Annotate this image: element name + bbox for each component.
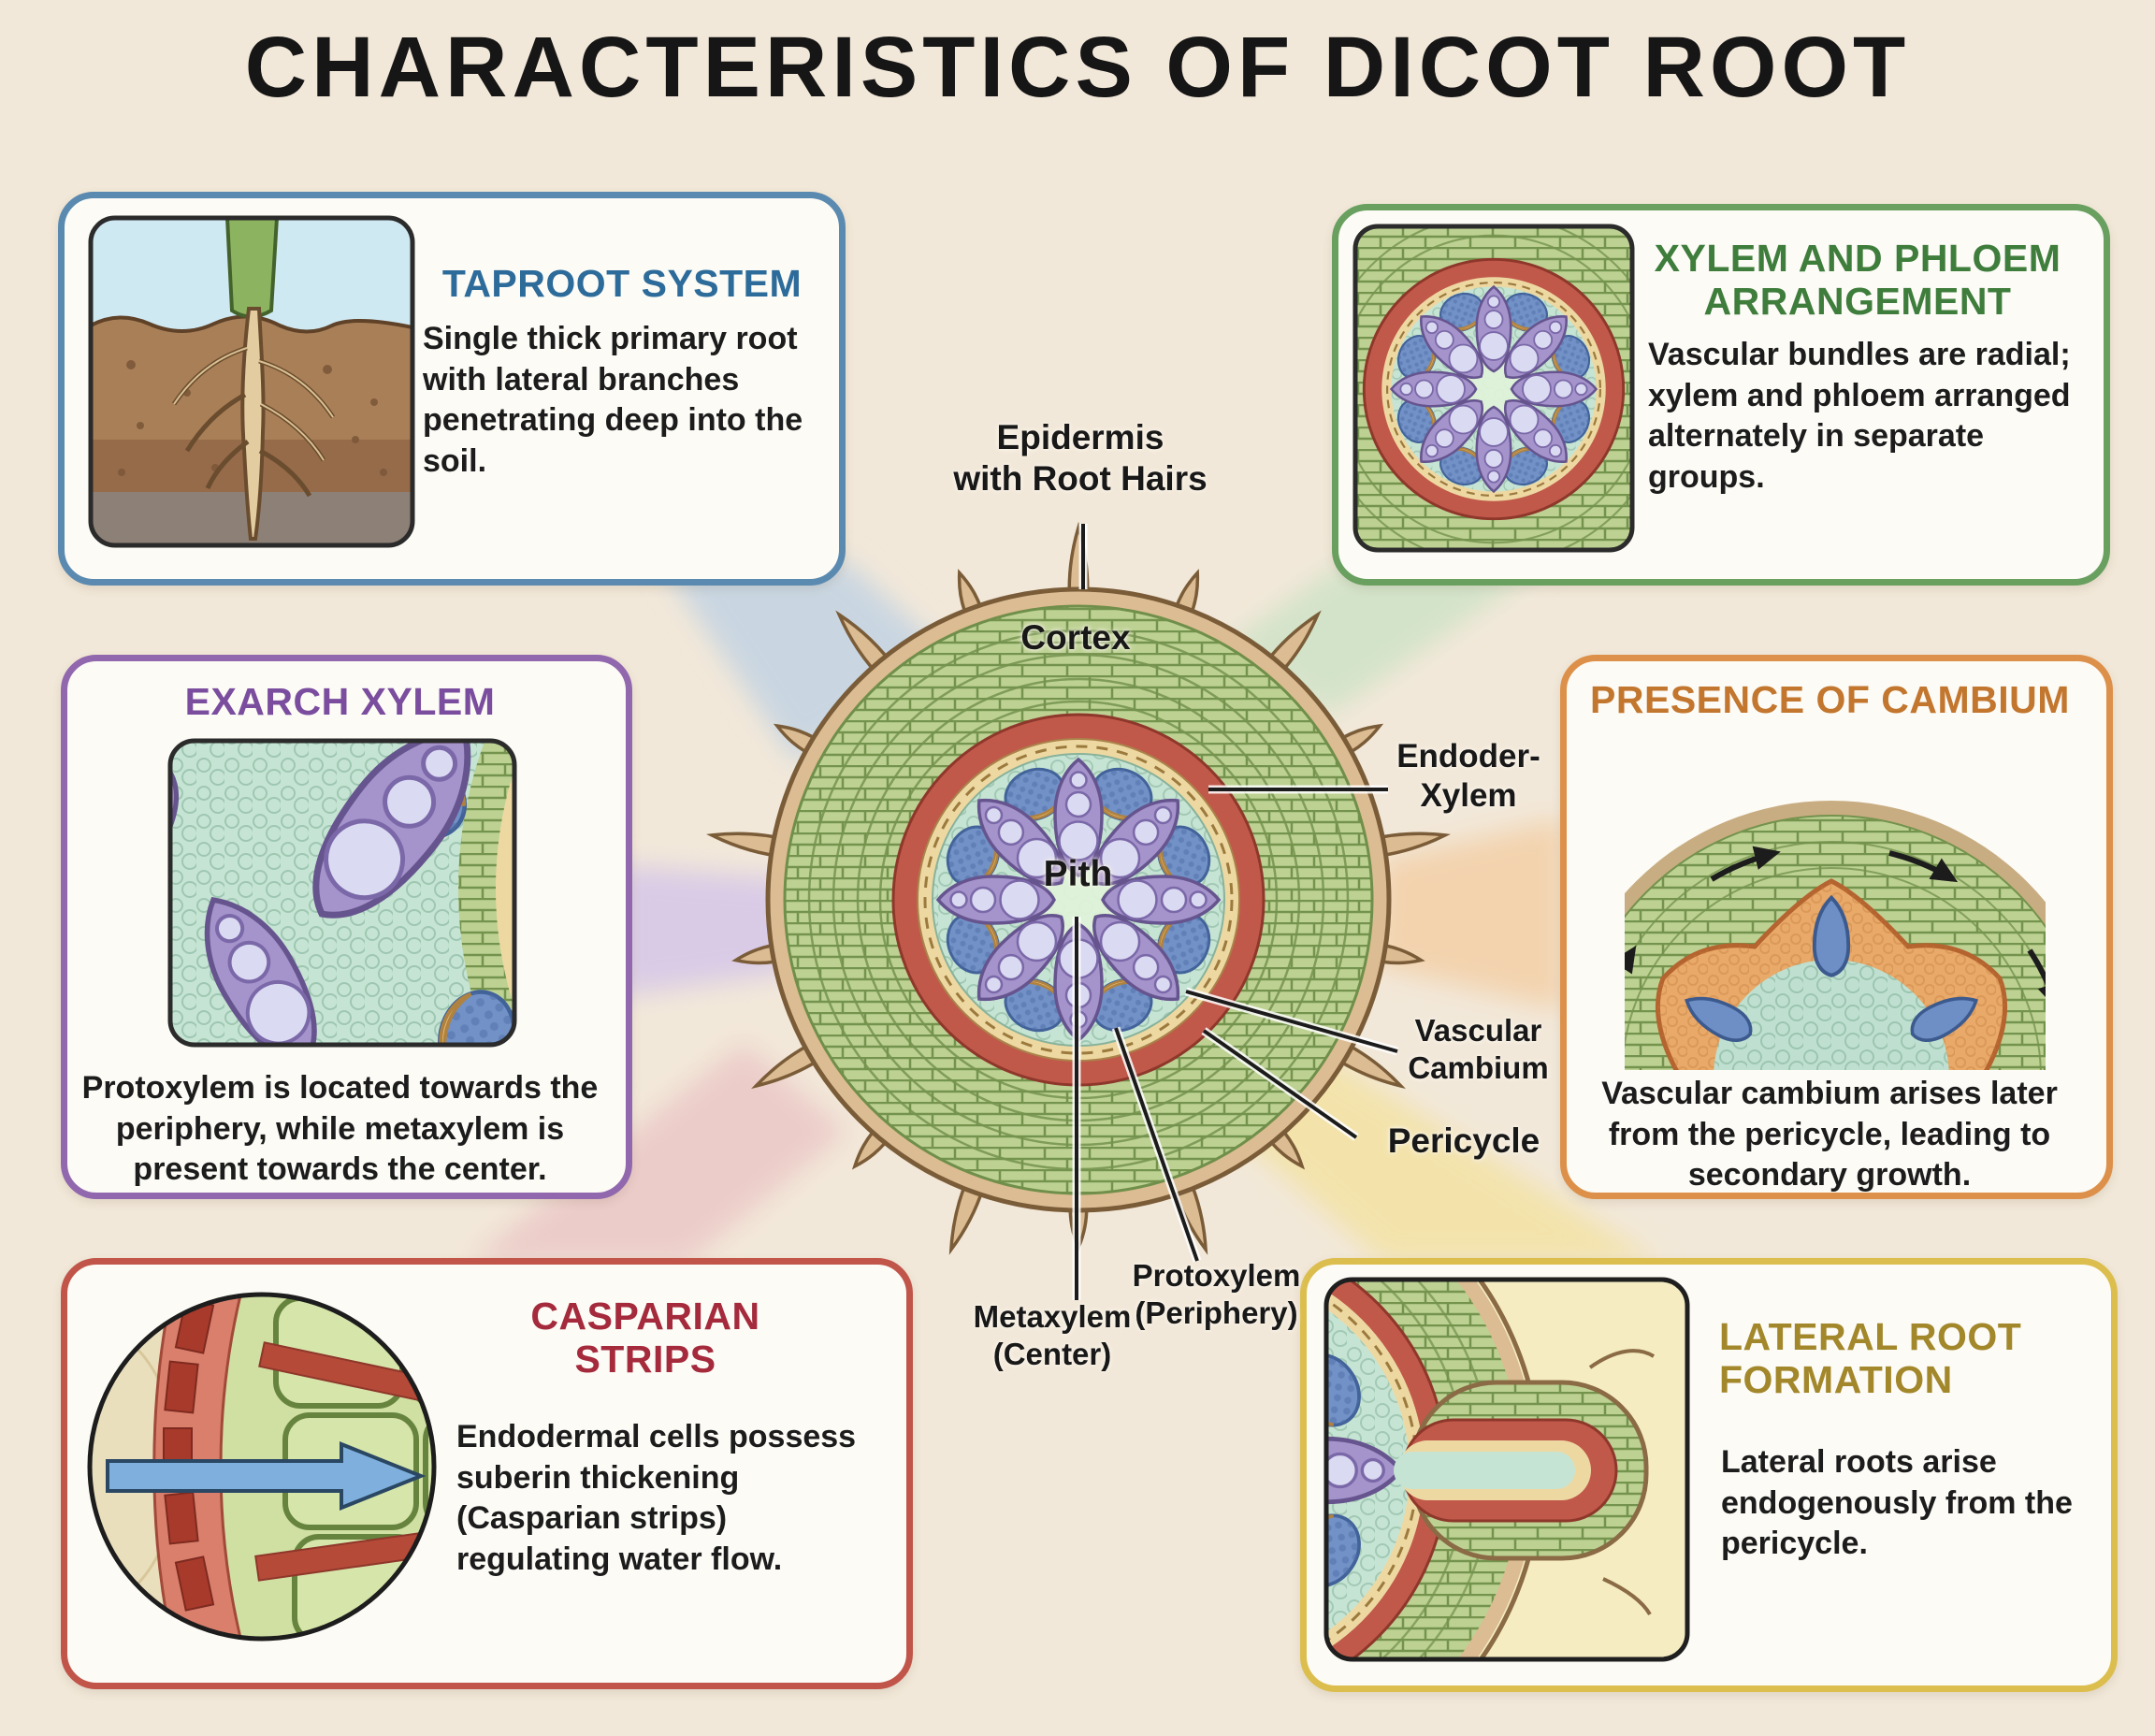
casparian-body: Endodermal cells possess suberin thicken… [456, 1419, 857, 1577]
casparian-title: CASPARIAN STRIPS [530, 1295, 760, 1381]
label-pericycle: Pericycle [1387, 1121, 1540, 1160]
exarch-title: EXARCH XYLEM [184, 680, 496, 723]
label-metaxylem: Metaxylem (Center) [973, 1299, 1132, 1371]
exarch-body: Protoxylem is located towards the periph… [81, 1070, 599, 1188]
xylem-phloem-body: Vascular bundles are radial; xylem and p… [1648, 337, 2071, 495]
label-cortex: Cortex [1020, 618, 1131, 657]
taproot-body: Single thick primary root with lateral b… [423, 321, 803, 479]
page-title: CHARACTERISTICS OF DICOT ROOT [244, 20, 1911, 115]
label-endodermis-xylem: Endoder- Xylem [1396, 738, 1540, 814]
label-protoxylem: Protoxylem (Periphery) [1132, 1258, 1301, 1330]
xylem-phloem-title: XYLEM AND PHLOEM ARRANGEMENT [1654, 237, 2061, 323]
label-epidermis: Epidermis with Root Hairs [953, 418, 1208, 499]
cambium-body: Vascular cambium arises later from the p… [1601, 1076, 2058, 1194]
label-pith: Pith [1043, 854, 1113, 894]
lateral-root-title: LATERAL ROOT FORMATION [1719, 1315, 2022, 1401]
lateral-root-body: Lateral roots arise endogenously from th… [1721, 1444, 2073, 1562]
taproot-title: TAPROOT SYSTEM [441, 262, 803, 305]
cambium-title: PRESENCE OF CAMBIUM [1590, 678, 2070, 721]
label-vascular-cambium: Vascular Cambium [1408, 1013, 1549, 1085]
